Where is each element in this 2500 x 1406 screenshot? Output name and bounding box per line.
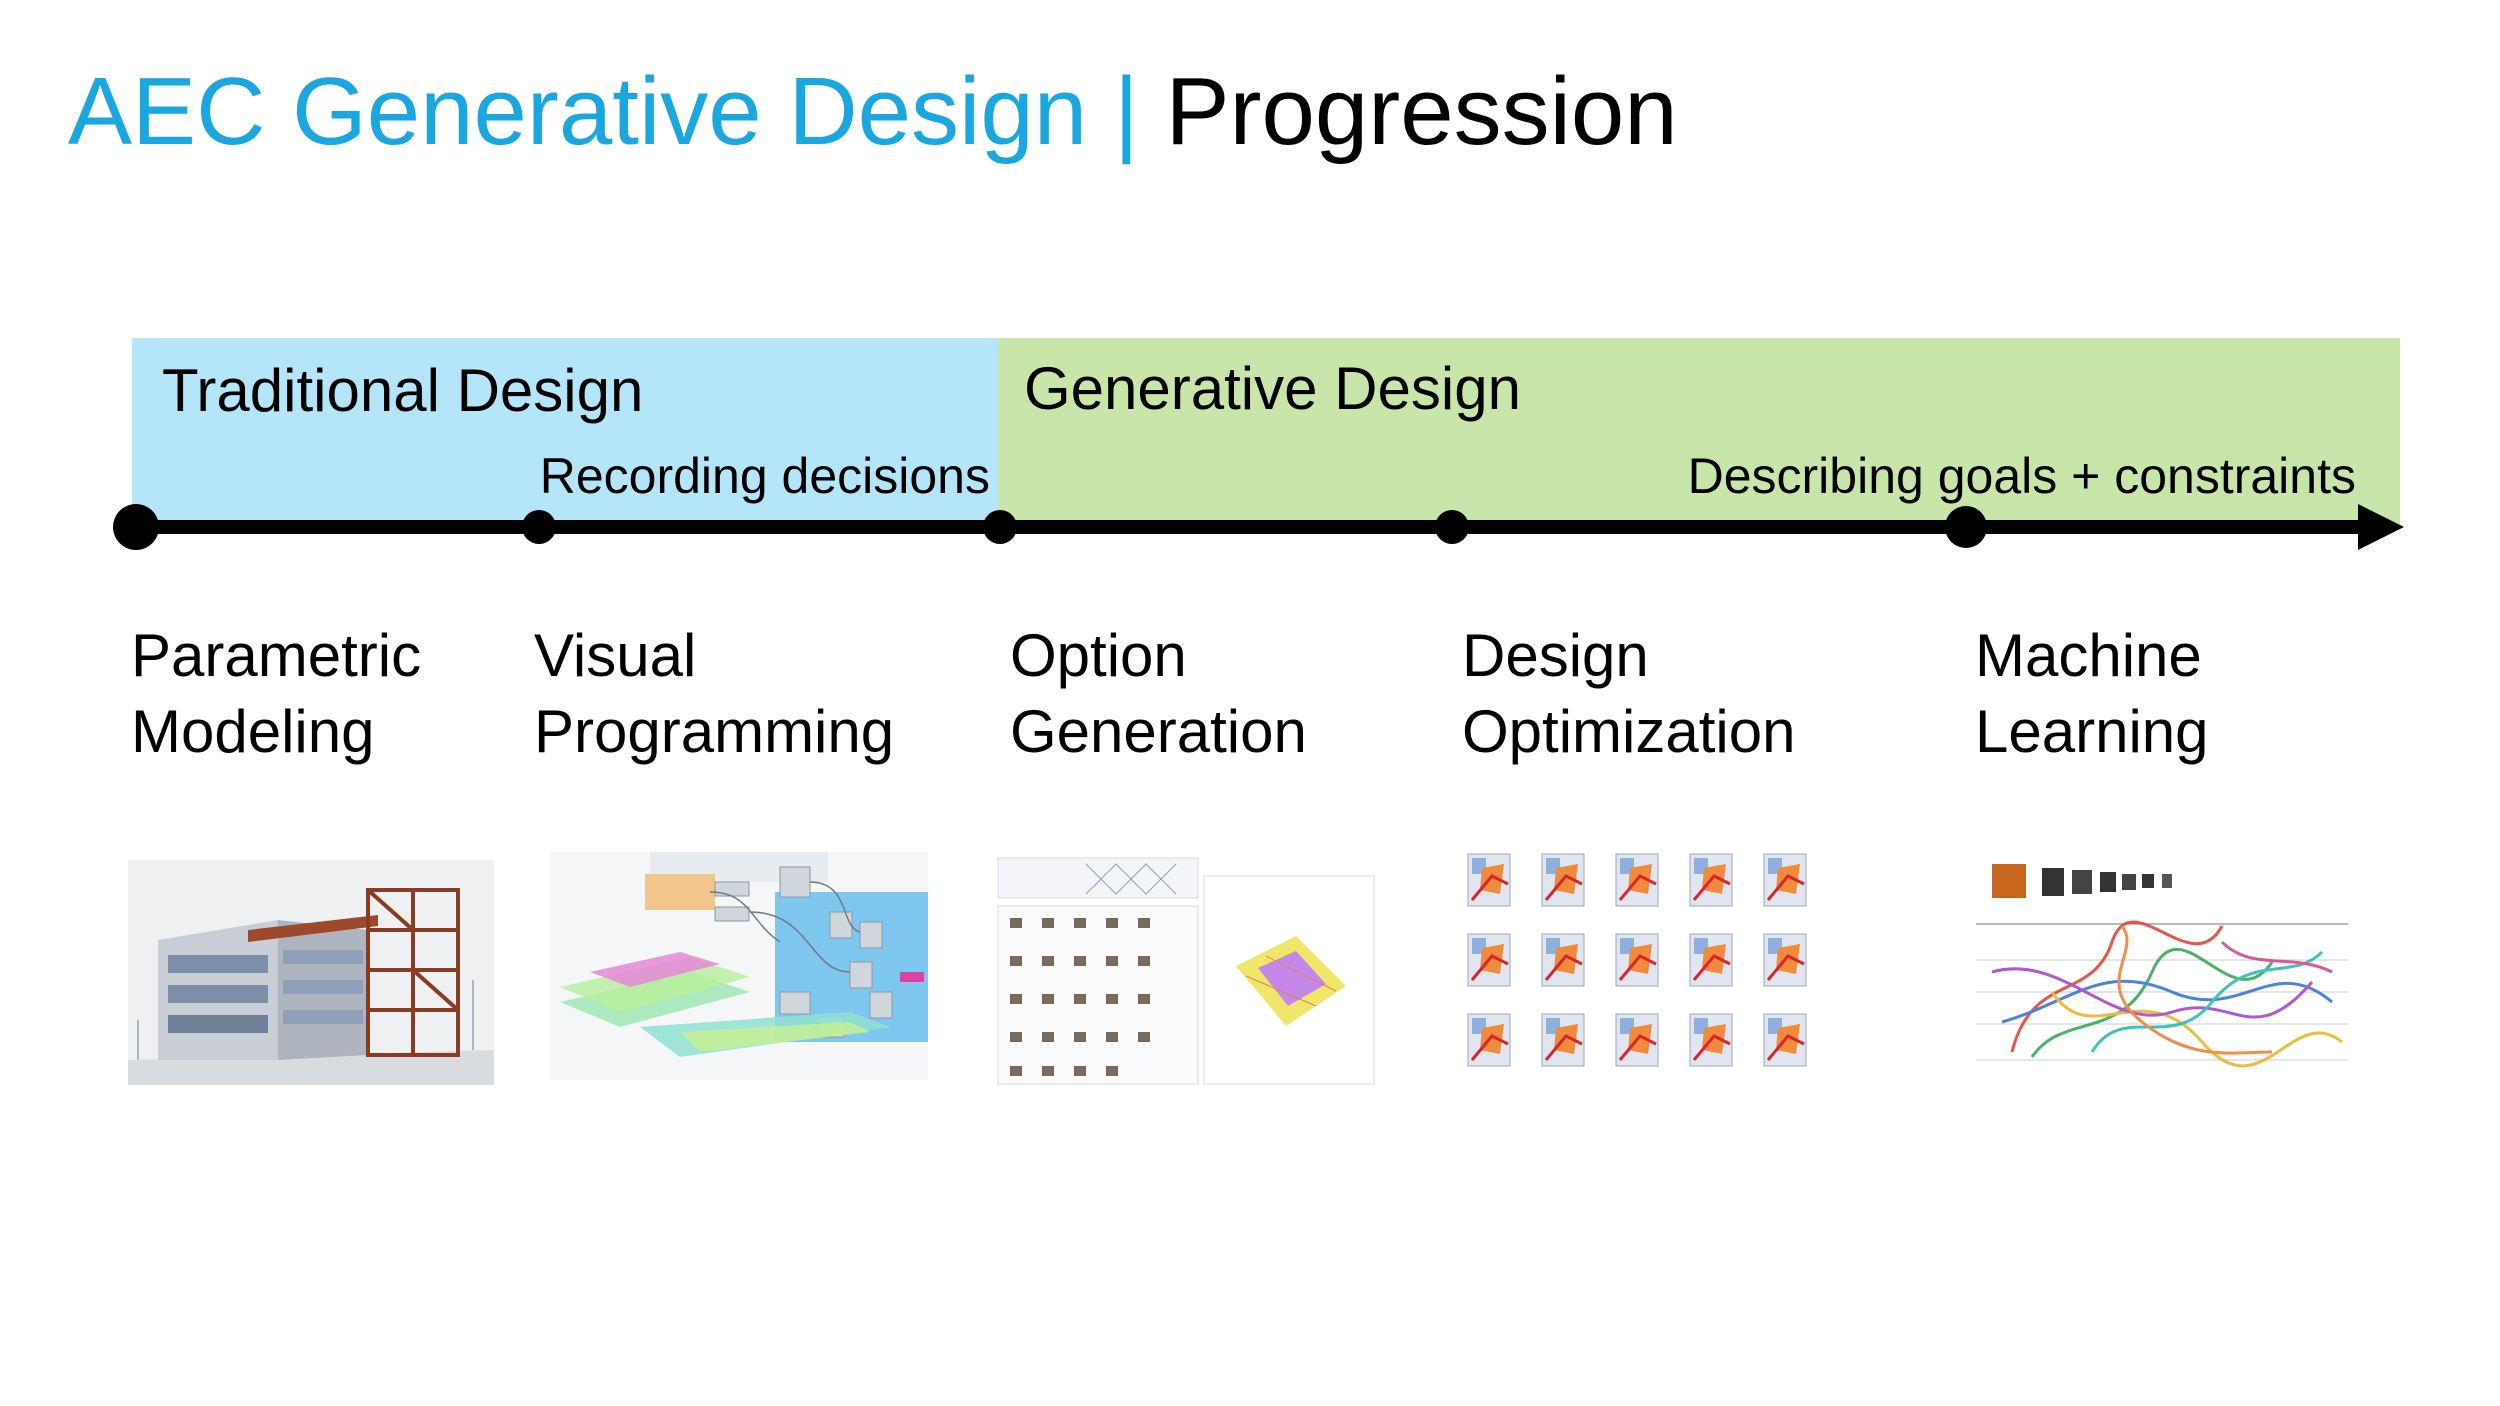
timeline-arrow	[113, 504, 2404, 550]
optimization-option-thumb	[1763, 853, 1807, 907]
stage-line2: Optimization	[1462, 698, 1796, 765]
optimization-option-thumb	[1689, 853, 1733, 907]
timeline-node-machine	[1945, 506, 1987, 548]
title-separator: |	[1113, 58, 1139, 165]
visual-programming-image	[550, 852, 928, 1080]
stage-visual-programming: Visual Programming	[534, 618, 894, 770]
optimization-option-thumb	[1541, 933, 1585, 987]
optimization-option-thumb	[1763, 1013, 1807, 1067]
stage-line2: Modeling	[131, 698, 375, 765]
option-generation-image	[996, 856, 1376, 1088]
optimization-option-thumb	[1615, 1013, 1659, 1067]
slide-title: AEC Generative Design | Progression	[68, 52, 1678, 172]
stage-line1: Design	[1462, 622, 1649, 689]
optimization-option-thumb	[1689, 1013, 1733, 1067]
traditional-design-title: Traditional Design	[162, 357, 644, 424]
parametric-modeling-image	[128, 860, 494, 1085]
timeline-node-design	[1435, 510, 1469, 544]
optimization-option-thumb	[1541, 853, 1585, 907]
stage-design-optimization: Design Optimization	[1462, 618, 1795, 770]
optimization-option-thumb	[1763, 933, 1807, 987]
optimization-option-thumb	[1467, 933, 1511, 987]
title-rest: Progression	[1165, 58, 1678, 165]
optimization-option-thumb	[1615, 853, 1659, 907]
title-accent: AEC Generative Design	[68, 58, 1088, 165]
generative-design-band: Generative Design Describing goals + con…	[998, 338, 2400, 526]
machine-learning-image	[1972, 852, 2352, 1082]
stage-line2: Programming	[534, 698, 895, 765]
stage-line2: Generation	[1010, 698, 1307, 765]
stage-line1: Parametric	[131, 622, 422, 689]
stage-parametric-modeling: Parametric Modeling	[131, 618, 421, 770]
design-optimization-image	[1460, 848, 1816, 1078]
stage-line1: Option	[1010, 622, 1187, 689]
recording-decisions-label: Recording decisions	[539, 448, 990, 504]
optimization-option-thumb	[1689, 933, 1733, 987]
timeline-node-visual	[522, 510, 556, 544]
optimization-option-thumb	[1467, 853, 1511, 907]
optimization-option-thumb	[1615, 933, 1659, 987]
stage-option-generation: Option Generation	[1010, 618, 1307, 770]
describing-goals-label: Describing goals + constraints	[1687, 448, 2356, 504]
generative-design-title: Generative Design	[1024, 355, 1521, 422]
timeline-node-option	[983, 510, 1017, 544]
stage-line1: Visual	[534, 622, 697, 689]
optimization-option-thumb	[1541, 1013, 1585, 1067]
stage-line1: Machine	[1975, 622, 2202, 689]
stage-line2: Learning	[1975, 698, 2209, 765]
traditional-design-band: Traditional Design Recording decisions	[132, 338, 998, 526]
optimization-option-thumb	[1467, 1013, 1511, 1067]
stage-machine-learning: Machine Learning	[1975, 618, 2209, 770]
timeline-node-parametric	[113, 504, 159, 550]
timeline-arrowhead	[2358, 504, 2404, 550]
